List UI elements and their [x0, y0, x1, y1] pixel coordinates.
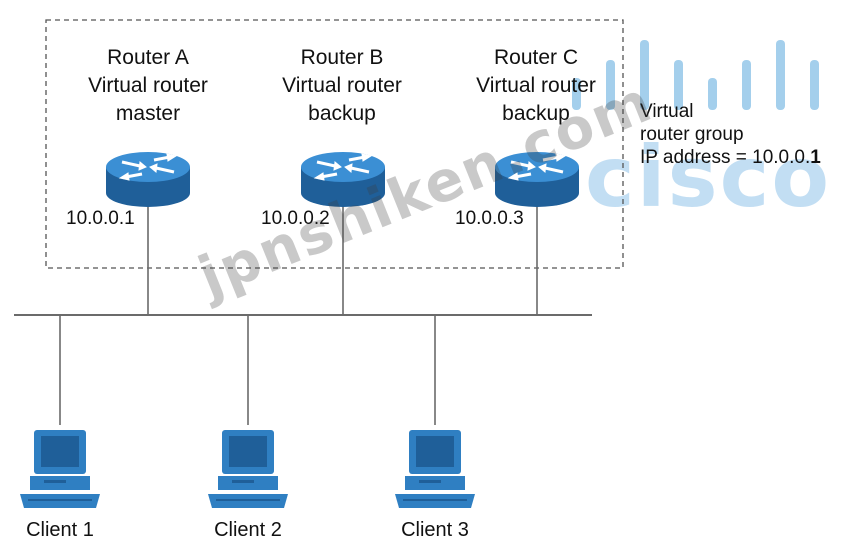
router-b-label: Router B Virtual router backup [272, 44, 412, 128]
client-1-label: Client 1 [26, 519, 94, 541]
router-c-line2: Virtual router [476, 74, 596, 97]
router-a-ip: 10.0.0.1 [66, 208, 135, 229]
router-b-role: backup [308, 102, 376, 125]
group-label-line1: Virtual [640, 101, 694, 122]
group-label-line2: router group [640, 124, 744, 145]
router-c-role: backup [502, 102, 570, 125]
client-3-computer-icon [394, 429, 476, 509]
group-label-line3: IP address = 10.0.0.1 [640, 146, 821, 169]
group-ip-last-octet: 1 [810, 147, 821, 168]
router-c-label: Router C Virtual router backup [466, 44, 606, 128]
router-a-icon [104, 150, 192, 209]
cisco-logo-text: cisco [585, 128, 832, 226]
router-c-name: Router C [493, 46, 579, 69]
client-3-label: Client 3 [401, 519, 469, 541]
router-c-ip: 10.0.0.3 [455, 208, 524, 229]
client-2-label: Client 2 [214, 519, 282, 541]
group-ip-prefix: IP address = 10.0.0. [640, 147, 811, 168]
router-a-line2: Virtual router [88, 74, 208, 97]
router-a-name: Router A [107, 46, 189, 69]
router-a-role: master [115, 102, 181, 125]
client-1-computer-icon [19, 429, 101, 509]
router-a-label: Router A Virtual router master [78, 44, 218, 128]
virtual-router-group-box [45, 19, 624, 269]
router-b-ip: 10.0.0.2 [261, 208, 330, 229]
virtual-router-group-label: Virtual router group IP address = 10.0.0… [640, 100, 821, 169]
router-b-name: Router B [300, 46, 384, 69]
client-2-computer-icon [207, 429, 289, 509]
router-b-line2: Virtual router [282, 74, 402, 97]
